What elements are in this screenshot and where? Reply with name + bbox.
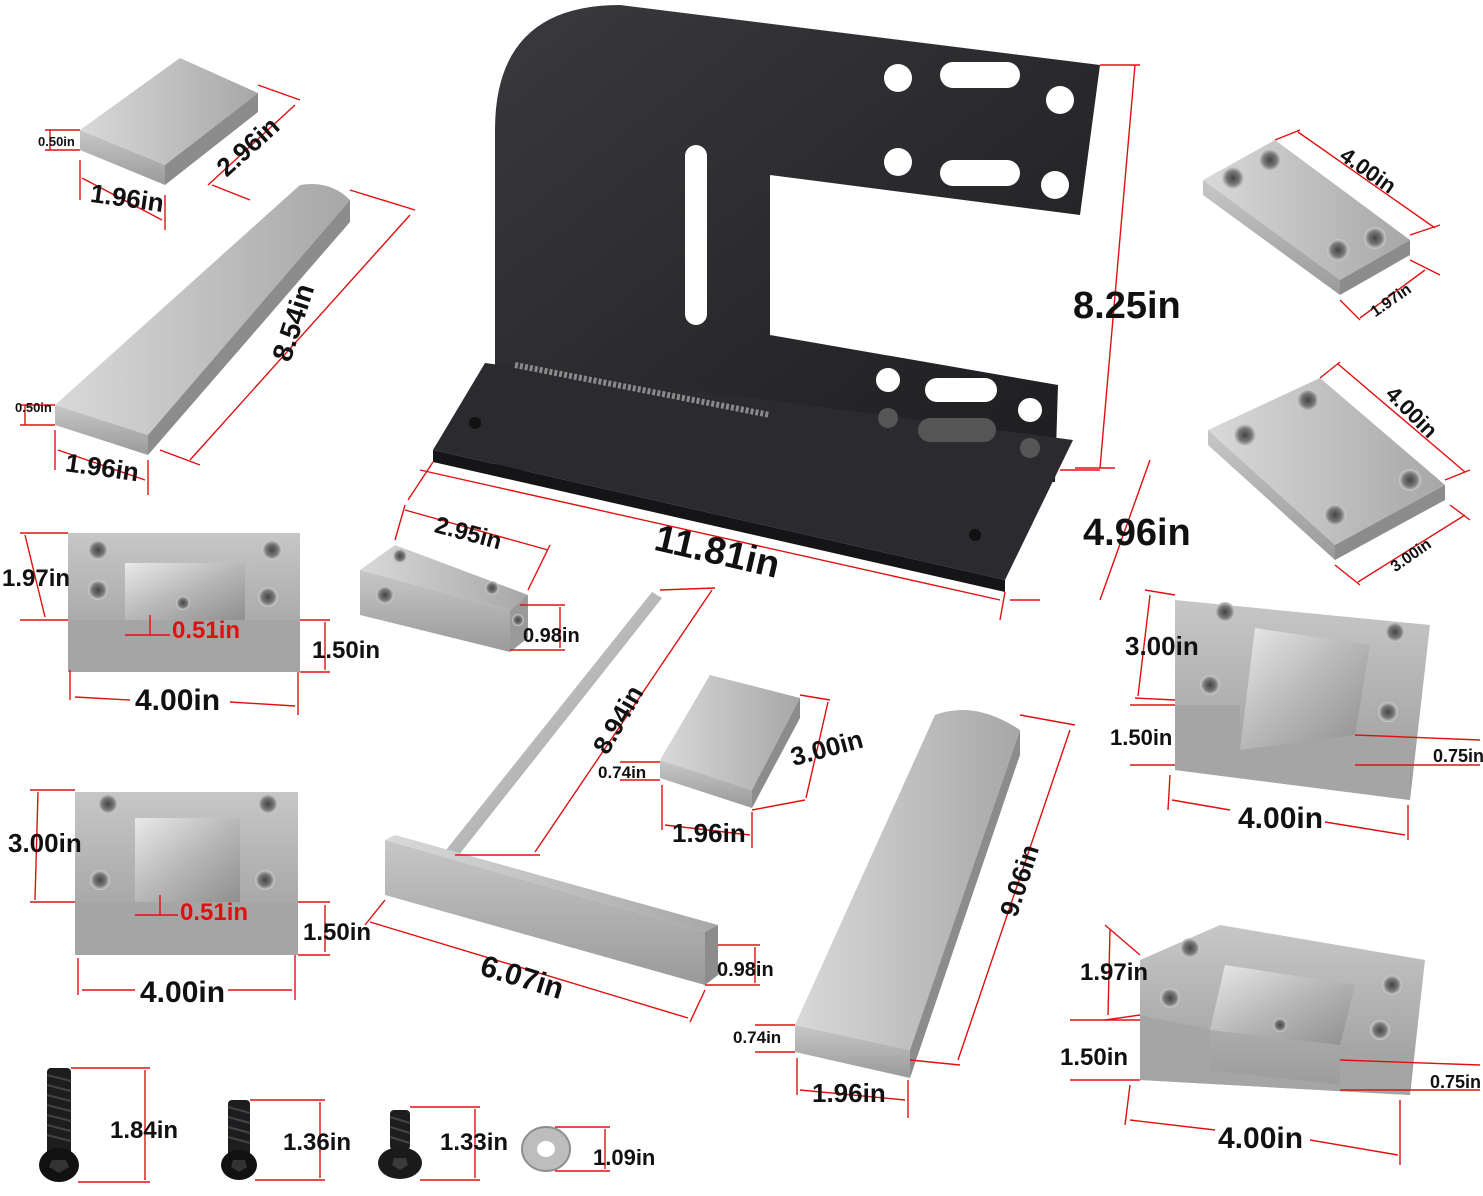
channel-ra-depth-label: 3.00in <box>1125 631 1199 661</box>
screw-button-label: 1.33in <box>440 1129 508 1156</box>
long-bar-length-label: 9.06in <box>994 841 1045 920</box>
frame-base-plate <box>433 363 1073 580</box>
channel-ra-holes <box>1200 602 1405 722</box>
plate-a-length-label: 4.00in <box>1335 142 1400 198</box>
channel-la-height-label: 1.50in <box>312 637 380 664</box>
channel-left-a-part: 1.97in 0.51in 1.50in 4.00in <box>2 532 380 717</box>
channel-la-width-label: 4.00in <box>135 684 220 717</box>
channel-lb-notch-label: 0.51in <box>180 899 248 926</box>
channel-rb-depth-label: 1.97in <box>1080 959 1148 986</box>
long-plate-thickness-label: 0.50in <box>15 400 52 415</box>
channel-ra-height-label: 1.50in <box>1110 725 1172 750</box>
channel-la-holes <box>88 540 282 610</box>
small-block-thickness-label: 0.50in <box>38 134 75 149</box>
channel-la-depth-label: 1.97in <box>2 565 70 592</box>
channel-lb-depth-label: 3.00in <box>8 828 82 858</box>
long-bar-part: 9.06in 0.74in 1.96in <box>733 710 1076 1118</box>
frame-upright <box>495 5 1100 482</box>
washer-label: 1.09in <box>593 1145 655 1170</box>
screw-mid <box>221 1100 257 1180</box>
bar-block-height-label: 0.98in <box>523 625 580 647</box>
small-block-part: 0.50in 1.96in 2.96in <box>38 58 301 230</box>
channel-rb-height-label: 1.50in <box>1060 1044 1128 1071</box>
frame-height-label: 8.25in <box>1073 285 1181 327</box>
bar-block-length-label: 2.95in <box>432 512 505 556</box>
screw-long <box>39 1068 79 1182</box>
plate-b-length-label: 4.00in <box>1381 381 1443 443</box>
plate-b-holes <box>1234 389 1421 526</box>
channel-rb-width-label: 4.00in <box>1218 1122 1303 1155</box>
long-bar-thickness-label: 0.74in <box>733 1028 781 1047</box>
plate-a-width-label: 1.97in <box>1368 281 1415 321</box>
channel-la-notch-label: 0.51in <box>172 617 240 644</box>
hardware-set: 1.84in 1.36in 1.33in 1.09in <box>39 1067 655 1183</box>
channel-lb-holes <box>90 794 278 890</box>
t-rod-part: 8.94in 6.07in 0.98in <box>364 587 774 1023</box>
bar-block-part: 2.95in 0.98in <box>360 504 580 652</box>
mid-block-depth-label: 3.00in <box>787 724 866 772</box>
channel-left-b-part: 3.00in 0.51in 1.50in 4.00in <box>8 789 371 1009</box>
channel-rb-notch-label: 0.75in <box>1430 1072 1481 1092</box>
long-rounded-plate-part: 0.50in 1.96in 8.54in <box>15 184 416 495</box>
channel-right-b-part: 1.97in 1.50in 0.75in 4.00in <box>1060 924 1481 1165</box>
t-rod-bar-label: 6.07in <box>477 949 568 1005</box>
channel-ra-width-label: 4.00in <box>1238 802 1323 835</box>
long-plate-width-label: 1.96in <box>64 447 141 487</box>
long-bar-width-label: 1.96in <box>812 1078 886 1108</box>
frame-mount-holes <box>469 62 1074 541</box>
mid-block-width-label: 1.96in <box>672 818 746 848</box>
channel-rb-holes <box>1160 938 1402 1040</box>
channel-right-a-part: 3.00in 1.50in 0.75in 4.00in <box>1110 589 1483 840</box>
washer <box>521 1126 571 1172</box>
plate-b-width-label: 3.00in <box>1388 536 1435 576</box>
holed-plate-a-part: 4.00in 1.97in <box>1203 129 1441 321</box>
frame-part: 8.25in 11.81in 4.96in <box>407 5 1191 621</box>
screw-long-label: 1.84in <box>110 1117 178 1144</box>
small-block-width-label: 1.96in <box>89 178 166 218</box>
channel-lb-height-label: 1.50in <box>303 919 371 946</box>
frame-depth-label: 4.96in <box>1083 512 1191 554</box>
channel-ra-notch-label: 0.75in <box>1433 746 1483 766</box>
screw-button <box>378 1110 422 1179</box>
plate-a-holes <box>1222 149 1386 261</box>
t-rod-height-label: 0.98in <box>717 959 774 981</box>
screw-mid-label: 1.36in <box>283 1129 351 1156</box>
weld-seam <box>514 362 771 418</box>
holed-plate-b-part: 4.00in 3.00in <box>1208 361 1471 586</box>
frame-base-edge <box>433 450 1005 592</box>
channel-lb-width-label: 4.00in <box>140 976 225 1009</box>
t-rod-rod-label: 8.94in <box>587 680 650 759</box>
frame-slot <box>685 145 707 325</box>
mid-block-thickness-label: 0.74in <box>598 763 646 782</box>
